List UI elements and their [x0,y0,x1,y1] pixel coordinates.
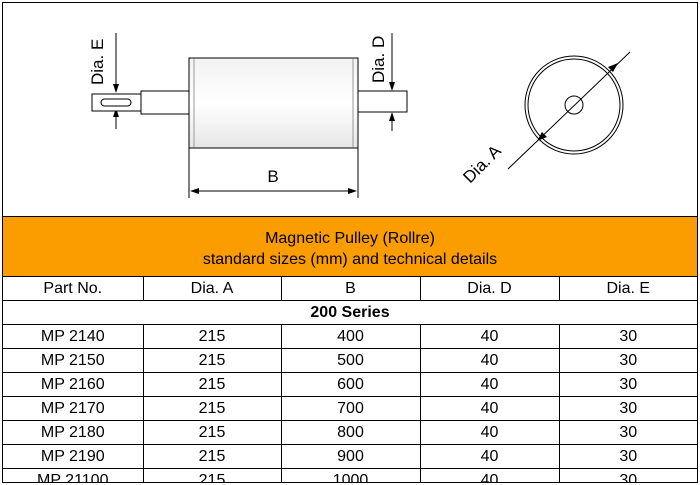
cell-part-no: MP 2150 [3,348,144,373]
cell-dia-d: 40 [419,468,560,482]
table-row: MP 2140 215 400 40 30 [3,324,697,349]
cell-b: 700 [280,396,421,421]
table-row: MP 2180 215 800 40 30 [3,420,697,445]
cell-part-no: MP 2160 [3,372,144,397]
title-banner: Magnetic Pulley (Rollre) standard sizes … [3,216,697,277]
right-shaft [357,90,408,113]
cell-part-no: MP 21100 [3,468,144,482]
pulley-drawing-svg: Dia. E [88,33,631,198]
left-shaft [91,90,190,115]
cell-dia-e: 30 [558,396,697,421]
series-row: 200 Series [3,300,697,325]
cell-dia-e: 30 [558,468,697,482]
dia-d-label: Dia. D [369,36,388,83]
cell-dia-a: 215 [142,420,282,445]
header-dia-a: Dia. A [142,276,282,301]
cell-dia-a: 215 [142,372,282,397]
cell-dia-d: 40 [419,444,560,469]
cell-part-no: MP 2140 [3,324,144,349]
end-view: Dia. A [459,51,631,187]
table-row: MP 2190 215 900 40 30 [3,444,697,469]
cell-dia-e: 30 [558,348,697,373]
table-row: MP 2170 215 700 40 30 [3,396,697,421]
cell-dia-e: 30 [558,444,697,469]
technical-drawing: Dia. E [3,3,697,216]
cell-b: 500 [280,348,421,373]
pulley-drum [188,57,359,149]
cell-dia-a: 215 [142,444,282,469]
specs-table: Part No. Dia. A B Dia. D Dia. E 200 Seri… [3,276,697,482]
cell-b: 600 [280,372,421,397]
title-line-2: standard sizes (mm) and technical detail… [202,251,498,268]
dia-e-dimension: Dia. E [88,33,119,129]
series-label: 200 Series [3,300,697,325]
cell-dia-e: 30 [558,372,697,397]
cell-b: 800 [280,420,421,445]
header-b: B [280,276,421,301]
cell-b: 1000 [280,468,421,482]
cell-dia-d: 40 [419,324,560,349]
cell-dia-a: 215 [142,348,282,373]
header-dia-d: Dia. D [419,276,560,301]
table-row: MP 2160 215 600 40 30 [3,372,697,397]
cell-dia-d: 40 [419,420,560,445]
cell-part-no: MP 2190 [3,444,144,469]
cell-dia-e: 30 [558,324,697,349]
cell-dia-d: 40 [419,396,560,421]
cell-part-no: MP 2180 [3,420,144,445]
b-dimension: B [188,148,359,198]
cell-dia-a: 215 [142,324,282,349]
table-row: MP 21100 215 1000 40 30 [3,468,697,482]
table-row: MP 2150 215 500 40 30 [3,348,697,373]
header-row: Part No. Dia. A B Dia. D Dia. E [3,276,697,301]
header-part-no: Part No. [3,276,144,301]
specs-table-wrap: Part No. Dia. A B Dia. D Dia. E 200 Seri… [3,276,697,482]
cell-dia-d: 40 [419,372,560,397]
dia-e-label: Dia. E [88,39,107,85]
cell-dia-a: 215 [142,468,282,482]
dia-a-label: Dia. A [459,141,505,187]
header-dia-e: Dia. E [558,276,697,301]
dia-d-dimension: Dia. D [369,33,395,131]
cell-b: 400 [280,324,421,349]
cell-part-no: MP 2170 [3,396,144,421]
cell-dia-e: 30 [558,420,697,445]
title-line-1: Magnetic Pulley (Rollre) [265,230,435,247]
cell-dia-a: 215 [142,396,282,421]
cell-b: 900 [280,444,421,469]
cell-dia-d: 40 [419,348,560,373]
b-label: B [267,167,278,186]
